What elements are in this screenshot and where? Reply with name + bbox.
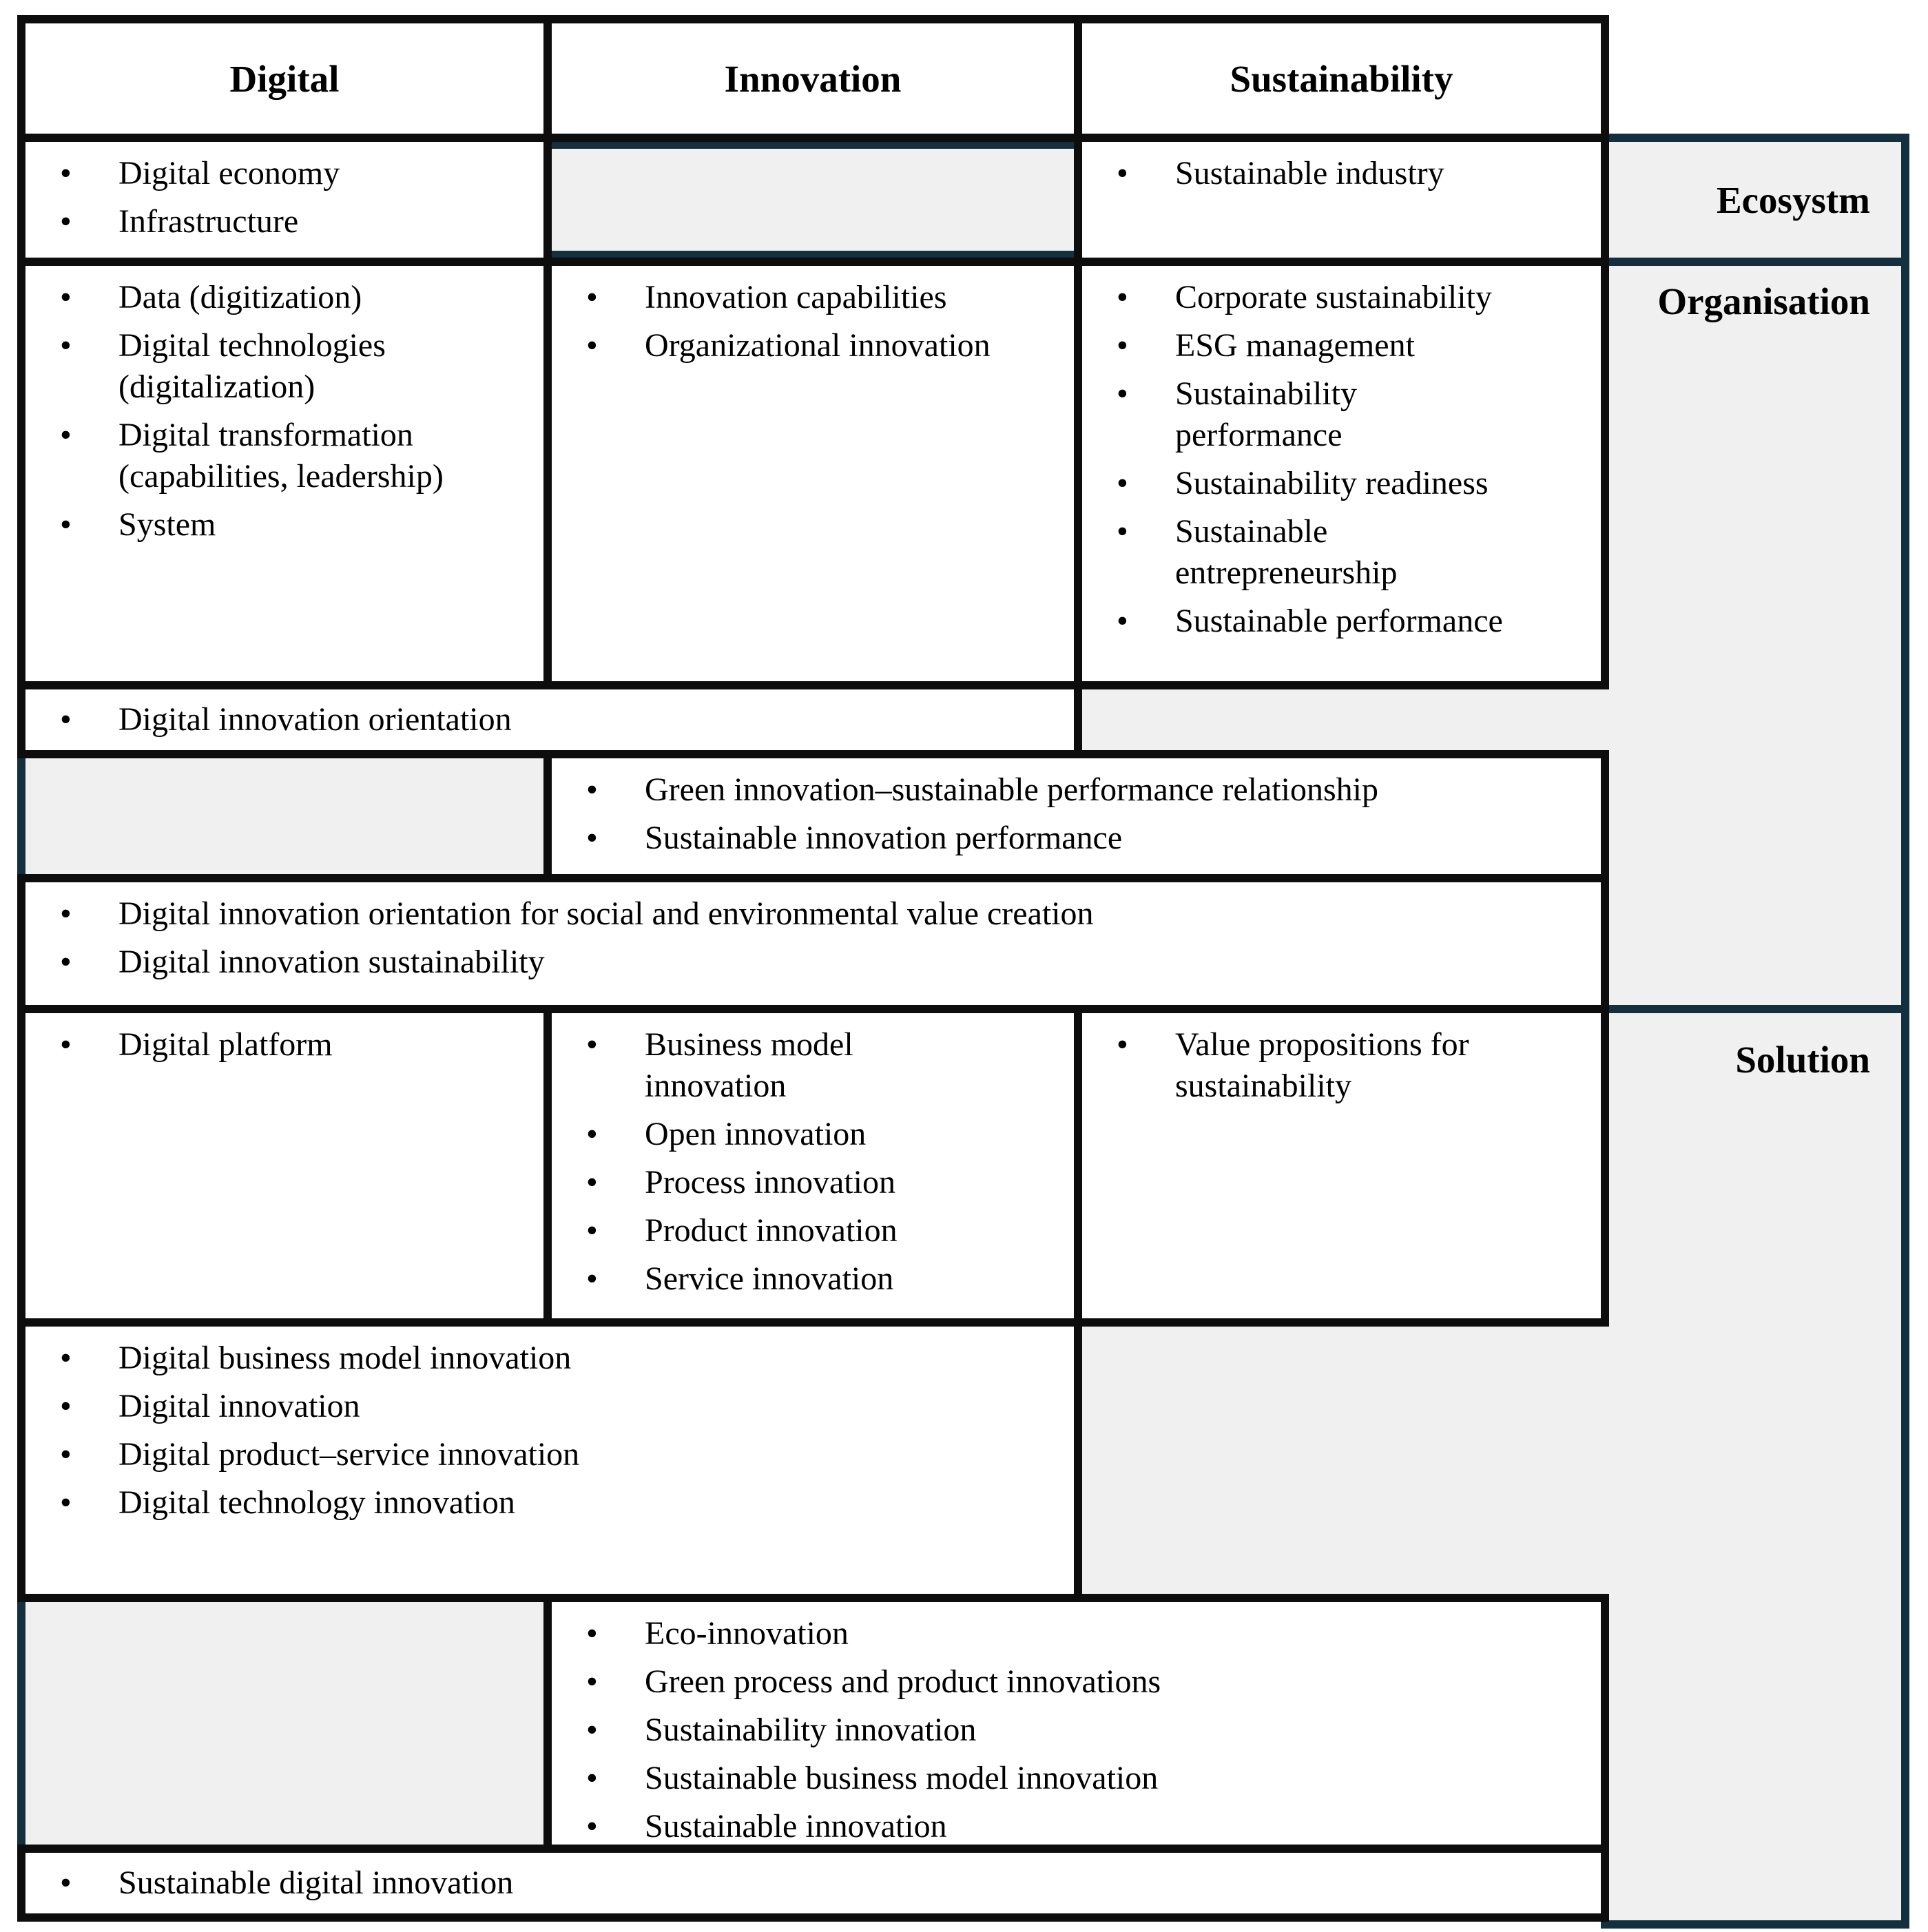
cell-digital-innovation-orientation-span: Digital innovation orientation <box>17 681 1082 758</box>
row-label-organisation: Organisation <box>1657 280 1870 322</box>
bullet-item: Sustainability readiness <box>1110 463 1580 504</box>
bullet-item: Digital innovation sustainability <box>53 942 1580 983</box>
bullet-list: Green innovation–sustainable performance… <box>552 758 1601 859</box>
bullet-item: Eco-innovation <box>579 1613 1580 1654</box>
bullet-list: Digital economyInfrastructure <box>25 142 543 242</box>
bullet-list: Eco-innovationGreen process and product … <box>552 1602 1601 1845</box>
bullet-item: ESG management <box>1110 325 1580 366</box>
bullet-item: Service innovation <box>579 1258 1053 1300</box>
bullet-item: System <box>53 504 523 546</box>
panel-separator <box>1601 258 1901 266</box>
empty-cell-orientation-sustainability <box>1082 689 1609 750</box>
column-header-sustainability: Sustainability <box>1074 15 1609 142</box>
bullet-item: Digital platform <box>53 1024 523 1066</box>
bullet-item: Digital transformation (capabilities, le… <box>53 415 523 497</box>
bullet-item: Corporate sustainability <box>1110 277 1580 318</box>
cell-digital-business-model-span: Digital business model innovationDigital… <box>17 1318 1082 1602</box>
bullet-list: Sustainable industry <box>1082 142 1601 194</box>
cell-organisation-innovation: Innovation capabilitiesOrganizational in… <box>543 258 1082 689</box>
bullet-item: Digital economy <box>53 153 523 194</box>
bullet-list: Digital innovation orientation <box>25 699 532 740</box>
cell-organisation-sustainability: Corporate sustainabilityESG managementSu… <box>1074 258 1609 689</box>
bullet-item: Digital innovation orientation <box>53 699 512 740</box>
cell-eco-innovation-span: Eco-innovationGreen process and product … <box>543 1594 1609 1853</box>
bullet-item: Sustainable business model innovation <box>579 1758 1580 1799</box>
cell-ecosystem-digital: Digital economyInfrastructure <box>17 134 552 266</box>
bullet-item: Green process and product innovations <box>579 1661 1580 1703</box>
cell-solution-sustainability: Value propositions for sustainability <box>1074 1005 1609 1327</box>
column-header-innovation: Innovation <box>543 15 1082 142</box>
bullet-item: Data (digitization) <box>53 277 523 318</box>
empty-cell-ecosystem-innovation <box>552 142 1074 258</box>
bullet-item: Product innovation <box>579 1210 1053 1251</box>
cell-ecosystem-sustainability: Sustainable industry <box>1074 134 1609 266</box>
bullet-item: Sustainability performance <box>1110 373 1580 456</box>
panel-separator <box>1601 1005 1901 1013</box>
bullet-item: Process innovation <box>579 1162 1053 1203</box>
column-header-digital: Digital <box>17 15 552 142</box>
bullet-item: Organizational innovation <box>579 325 1053 366</box>
row-label-ecosystem: Ecosystm <box>1716 178 1870 221</box>
bullet-item: Digital technology innovation <box>53 1482 1053 1524</box>
bullet-item: Sustainable entrepreneurship <box>1110 511 1580 594</box>
bullet-item: Green innovation–sustainable performance… <box>579 769 1580 811</box>
bullet-item: Digital innovation <box>53 1386 1053 1427</box>
bullet-item: Digital product–service innovation <box>53 1434 1053 1475</box>
bullet-item: Sustainable innovation <box>579 1806 1580 1845</box>
bullet-item: Infrastructure <box>53 201 523 242</box>
bullet-item: Value propositions for sustainability <box>1110 1024 1580 1107</box>
bullet-item: Digital business model innovation <box>53 1338 1053 1379</box>
empty-cell-solution-span-sustainability <box>1082 1327 1609 1594</box>
bullet-item: Open innovation <box>579 1114 1053 1155</box>
empty-cell-green-digital <box>17 758 543 874</box>
bullet-list: Innovation capabilitiesOrganizational in… <box>552 266 1074 366</box>
bullet-item: Digital technologies (digitalization) <box>53 325 523 408</box>
bullet-item: Sustainable digital innovation <box>53 1862 513 1904</box>
bullet-item: Sustainable industry <box>1110 153 1580 194</box>
cell-organisation-digital: Data (digitization) Digital technologies … <box>17 258 552 689</box>
bullet-list: Corporate sustainabilityESG managementSu… <box>1082 266 1601 642</box>
cell-solution-digital: Digital platform <box>17 1005 552 1327</box>
bullet-list: Business model innovationOpen innovation… <box>552 1013 1074 1300</box>
bullet-list: Digital platform <box>25 1013 543 1066</box>
row-label-solution: Solution <box>1735 1039 1870 1081</box>
bullet-list: Value propositions for sustainability <box>1082 1013 1601 1107</box>
cell-solution-innovation: Business model innovationOpen innovation… <box>543 1005 1082 1327</box>
bullet-list: Sustainable digital innovation <box>25 1862 534 1904</box>
cell-orientation-value-creation-span: Digital innovation orientation for socia… <box>17 874 1609 1013</box>
bullet-list: Data (digitization) Digital technologies … <box>25 266 543 546</box>
empty-cell-eco-digital <box>17 1602 543 1845</box>
cell-green-innovation-span: Green innovation–sustainable performance… <box>543 750 1609 882</box>
bullet-item: Sustainable innovation performance <box>579 818 1580 859</box>
bullet-item: Business model innovation <box>579 1024 1053 1107</box>
cell-sustainable-digital-innovation-span: Sustainable digital innovation <box>17 1845 1609 1922</box>
bullet-item: Sustainability innovation <box>579 1710 1580 1751</box>
bullet-item: Digital innovation orientation for socia… <box>53 893 1580 935</box>
bullet-list: Digital business model innovationDigital… <box>25 1327 1074 1524</box>
bullet-list: Digital innovation orientation for socia… <box>25 882 1601 983</box>
row-label-panel: Ecosystm Organisation Solution <box>1601 134 1909 1929</box>
bullet-item: Sustainable performance <box>1110 601 1580 642</box>
bullet-item: Innovation capabilities <box>579 277 1053 318</box>
